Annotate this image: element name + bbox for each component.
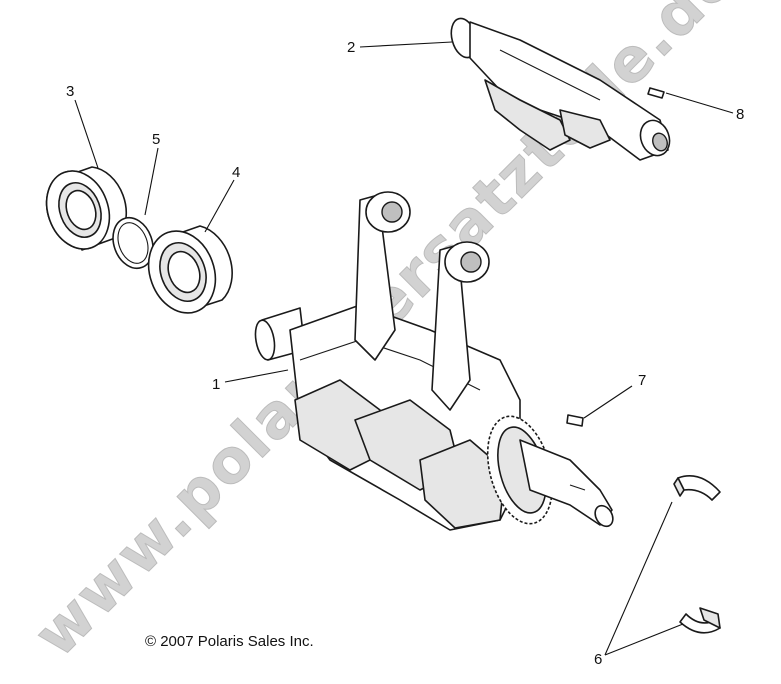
bearing-shell-lower-part-6[interactable] bbox=[679, 607, 721, 634]
callout-2: 2 bbox=[347, 39, 355, 56]
key-part-7[interactable] bbox=[566, 414, 584, 427]
crankshaft-part-1[interactable] bbox=[253, 191, 617, 531]
callout-5: 5 bbox=[152, 131, 160, 148]
callout-3: 3 bbox=[66, 83, 74, 100]
balance-shaft-part-2[interactable] bbox=[447, 16, 674, 161]
callout-8: 8 bbox=[736, 106, 744, 123]
snap-ring-part-5[interactable] bbox=[106, 212, 159, 274]
bearing-part-4[interactable] bbox=[138, 222, 233, 323]
callout-1: 1 bbox=[212, 376, 220, 393]
bearing-shell-upper-part-6[interactable] bbox=[673, 475, 721, 501]
leader-lines bbox=[74, 41, 734, 656]
callout-4: 4 bbox=[232, 164, 240, 181]
key-part-8[interactable] bbox=[647, 87, 665, 99]
callout-6: 6 bbox=[594, 651, 602, 668]
callout-7: 7 bbox=[638, 372, 646, 389]
copyright-text: © 2007 Polaris Sales Inc. bbox=[145, 633, 314, 650]
